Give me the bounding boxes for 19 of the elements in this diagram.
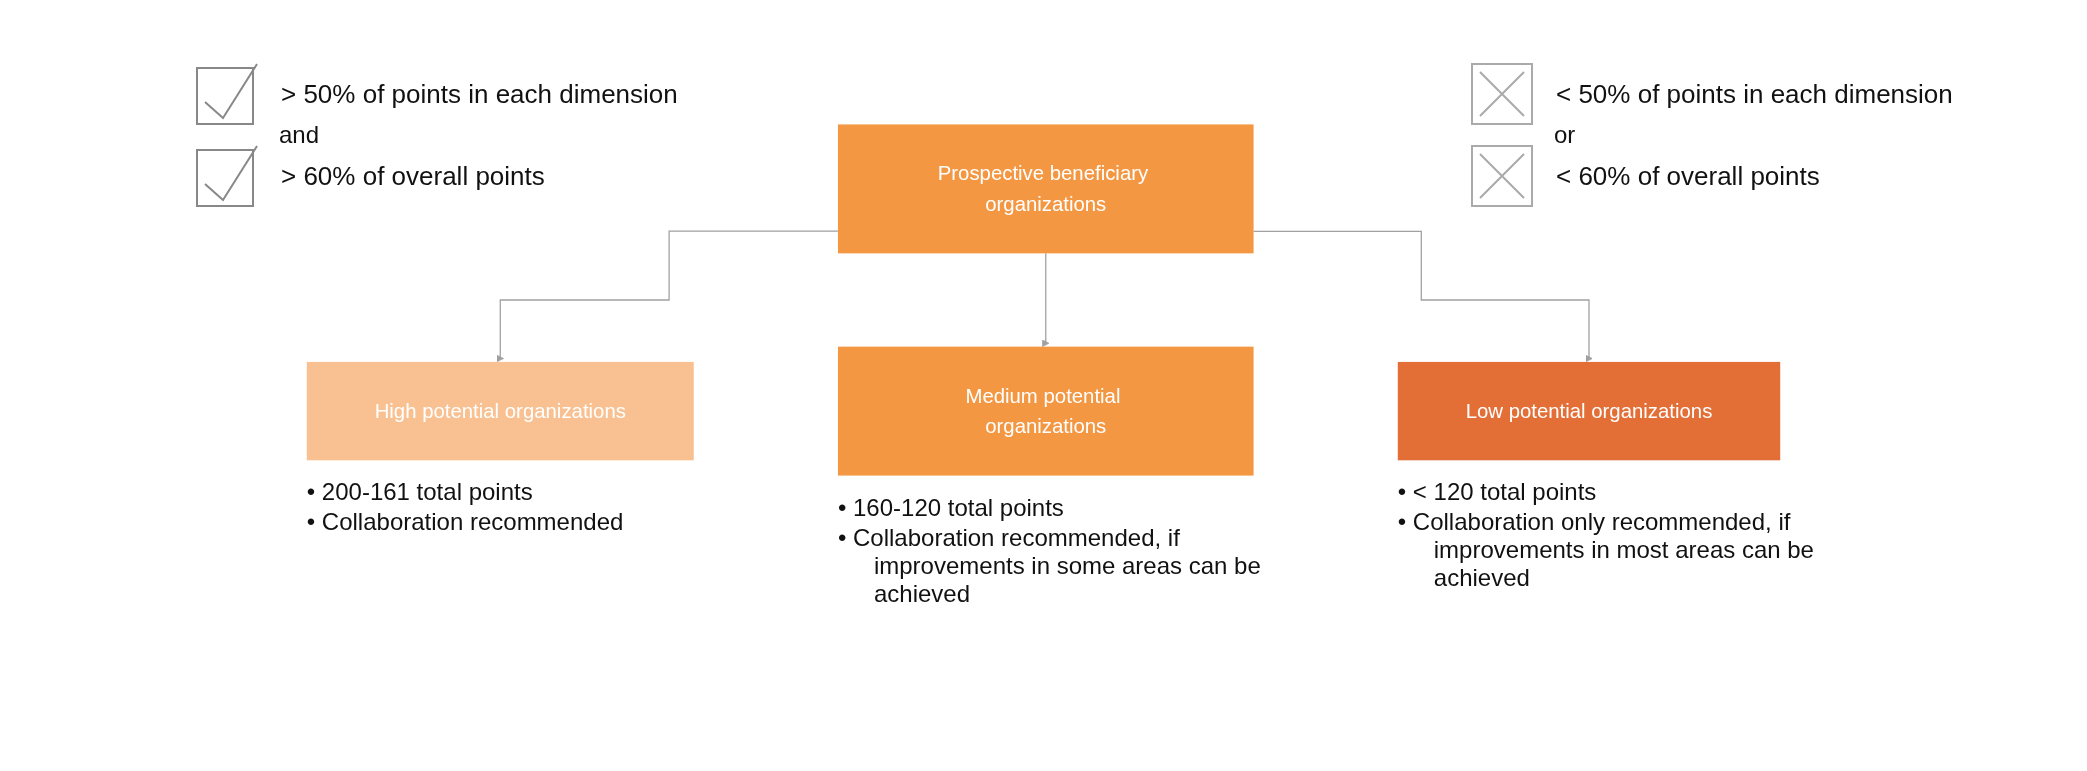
criterion-text: > 50% of points in each dimension (281, 78, 678, 110)
bullet-text: • Collaboration only recommended, if improvements in most areas can be achieved (1397, 508, 1815, 593)
bullet-text: • 160-120 total points (837, 493, 1065, 522)
node-box: Low potential organizations (1397, 361, 1781, 461)
bullet-text: • 200-161 total points (306, 478, 534, 507)
bullet-text: • < 120 total points (1397, 478, 1598, 507)
connector-word: and (279, 121, 320, 149)
arrow (1252, 230, 1593, 363)
node-box: Medium potential organizations (837, 346, 1254, 476)
arrow (496, 230, 839, 363)
criterion-text: < 50% of points in each dimension (1556, 78, 1953, 110)
bullet-text: • Collaboration recommended (306, 508, 625, 537)
bullet-text: • Collaboration recommended, if improvements in some areas can be achieved (837, 523, 1262, 608)
criterion-text: > 60% of overall points (281, 160, 545, 192)
criterion-text: < 60% of overall points (1556, 160, 1820, 192)
arrow (1042, 252, 1050, 347)
node-box: Prospective beneficiary organizations (837, 124, 1254, 254)
connector-word: or (1554, 121, 1576, 149)
node-box: High potential organizations (306, 361, 694, 461)
